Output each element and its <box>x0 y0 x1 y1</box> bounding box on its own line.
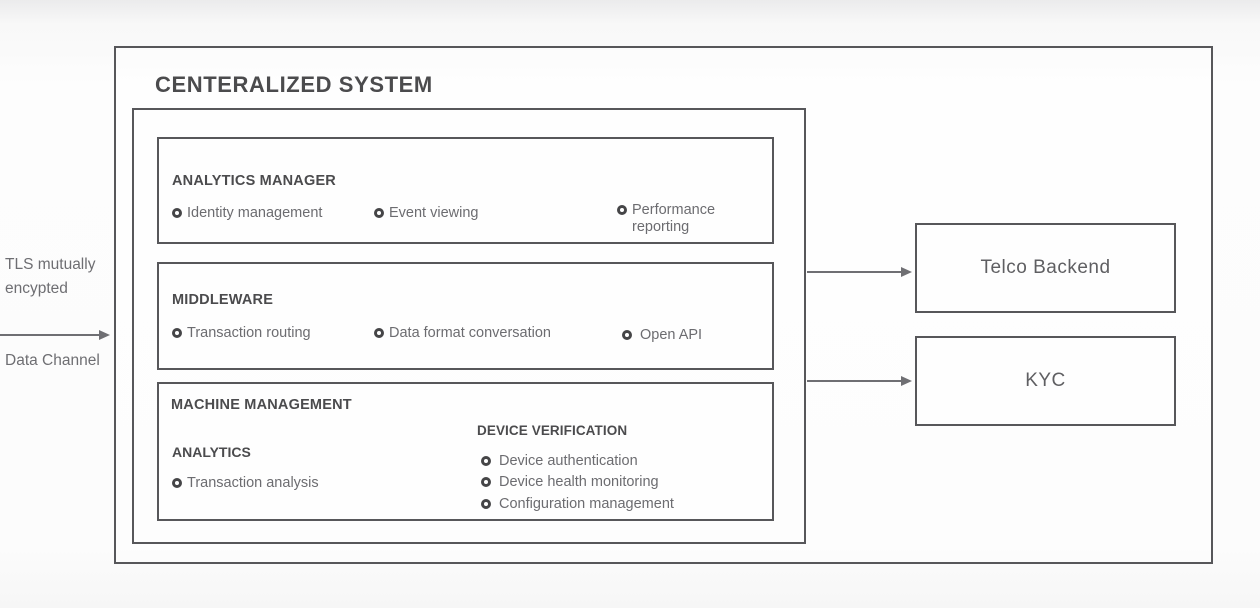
data-channel-arrow-icon <box>0 330 110 340</box>
feature-item-performance-reporting: Performance reporting <box>617 202 728 236</box>
middleware-heading: MIDDLEWARE <box>172 292 274 308</box>
telco-backend-label: Telco Backend <box>980 257 1111 278</box>
feature-item-event-viewing: Event viewing <box>374 205 478 222</box>
modules-container-box <box>132 108 806 544</box>
bullet-icon <box>172 208 182 218</box>
data-channel-label: Data Channel <box>5 352 100 369</box>
kyc-label: KYC <box>1025 370 1066 391</box>
feature-item-data-format-conversation: Data format conversation <box>374 325 551 342</box>
analytics-subheading: ANALYTICS <box>172 444 251 460</box>
bullet-icon <box>622 330 632 340</box>
middleware-box: MIDDLEWARE Transaction routing Data form… <box>157 262 774 370</box>
tls-encryption-label-line1: TLS mutually <box>5 256 96 273</box>
machine-management-heading: MACHINE MANAGEMENT <box>171 397 352 413</box>
feature-item-device-health-monitoring: Device health monitoring <box>481 474 659 491</box>
bullet-icon <box>481 499 491 509</box>
feature-label: Data format conversation <box>389 325 551 341</box>
feature-label: Identity management <box>187 205 323 221</box>
feature-label: Device health monitoring <box>499 474 659 490</box>
feature-label: Transaction analysis <box>187 475 319 491</box>
feature-item-identity-management: Identity management <box>172 205 322 222</box>
bullet-icon <box>172 478 182 488</box>
arrow-to-kyc-icon <box>807 376 912 386</box>
bullet-icon <box>374 208 384 218</box>
feature-label: Open API <box>640 327 703 343</box>
tls-encryption-label: TLS mutually encypted <box>5 253 95 301</box>
feature-item-configuration-management: Configuration management <box>481 496 674 513</box>
analytics-manager-box: ANALYTICS MANAGER Identity management Ev… <box>157 137 774 244</box>
bullet-icon <box>172 328 182 338</box>
bullet-icon <box>481 456 491 466</box>
diagram-title: CENTERALIZED SYSTEM <box>155 72 433 97</box>
feature-label: Event viewing <box>389 205 479 221</box>
telco-backend-box: Telco Backend <box>915 223 1176 313</box>
bullet-icon <box>374 328 384 338</box>
tls-encryption-label-line2: encypted <box>5 280 68 297</box>
feature-label: Configuration management <box>499 496 674 512</box>
arrow-to-telco-backend-icon <box>807 267 912 277</box>
kyc-box: KYC <box>915 336 1176 426</box>
analytics-manager-heading: ANALYTICS MANAGER <box>172 173 336 189</box>
feature-item-transaction-routing: Transaction routing <box>172 325 311 342</box>
feature-item-transaction-analysis: Transaction analysis <box>172 475 319 492</box>
device-verification-subheading: DEVICE VERIFICATION <box>477 423 628 438</box>
feature-item-open-api: Open API <box>622 327 702 344</box>
machine-management-box: MACHINE MANAGEMENT ANALYTICS Transaction… <box>157 382 774 521</box>
feature-label: Device authentication <box>499 453 638 469</box>
bullet-icon <box>481 477 491 487</box>
feature-label: Performance reporting <box>632 202 716 235</box>
bullet-icon <box>617 205 627 215</box>
feature-label: Transaction routing <box>187 325 311 341</box>
feature-item-device-authentication: Device authentication <box>481 453 638 470</box>
